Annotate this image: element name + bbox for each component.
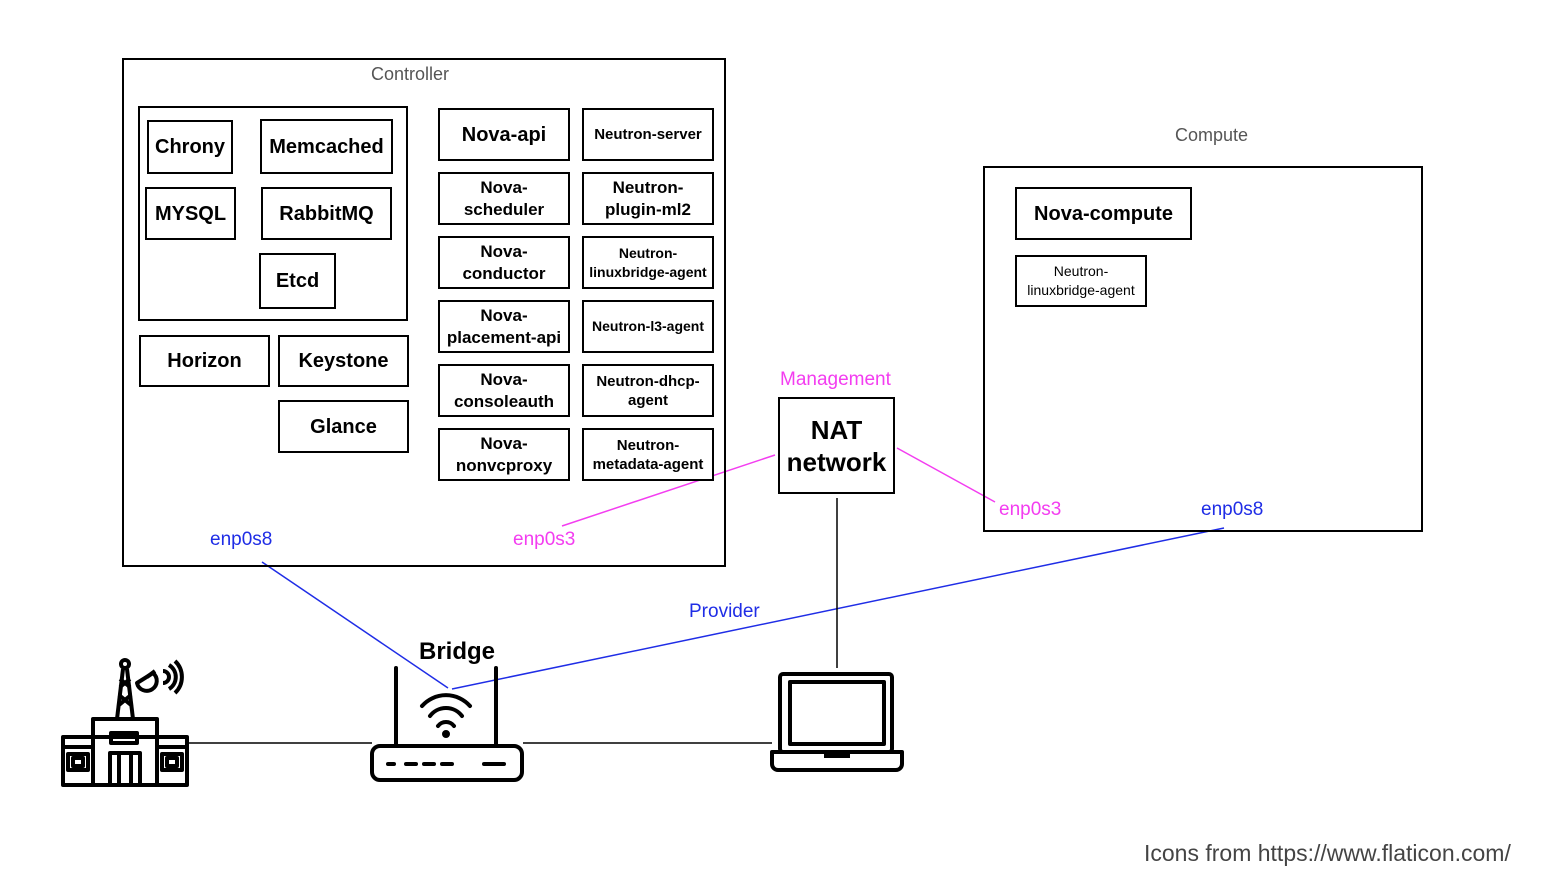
compute-mgmt-iface: enp0s3 [999, 499, 1062, 520]
service-neutron-dhcp-agent: Neutron-dhcp- agent [582, 364, 714, 417]
service-neutron-server: Neutron-server [582, 108, 714, 161]
compute-title: Compute [1175, 125, 1249, 145]
service-rabbitmq: RabbitMQ [261, 187, 392, 240]
service-chrony: Chrony [147, 120, 233, 174]
service-nova-conductor: Nova- conductor [438, 236, 570, 289]
service-memcached: Memcached [260, 119, 393, 174]
service-neutron-l3-agent: Neutron-l3-agent [582, 300, 714, 353]
service-keystone: Keystone [278, 335, 409, 387]
management-network-label: Management [780, 369, 891, 390]
service-neutron-plugin-ml2: Neutron- plugin-ml2 [582, 172, 714, 225]
infra-services-group [138, 106, 408, 321]
icon-credit: Icons from https://www.flaticon.com/ [1144, 840, 1511, 866]
service-nova-scheduler: Nova- scheduler [438, 172, 570, 225]
wifi-router-icon [370, 666, 524, 782]
provider-link-compute [451, 527, 1225, 690]
service-neutron-metadata-agent: Neutron- metadata-agent [582, 428, 714, 481]
provider-link-controller [261, 561, 449, 689]
mgmt-link-compute [896, 447, 996, 503]
service-compute-neutron-linuxbridge-agent: Neutron- linuxbridge-agent [1015, 255, 1147, 307]
antenna-tower-building-icon [61, 658, 189, 787]
controller-mgmt-iface: enp0s3 [513, 529, 576, 550]
bridge-label: Bridge [419, 638, 496, 665]
service-nova-placement-api: Nova- placement-api [438, 300, 570, 353]
controller-title: Controller [371, 64, 450, 84]
mgmt-link-controller [561, 454, 776, 527]
service-glance: Glance [278, 400, 409, 453]
service-horizon: Horizon [139, 335, 270, 387]
service-neutron-linuxbridge-agent: Neutron- linuxbridge-agent [582, 236, 714, 289]
provider-network-label: Provider [689, 601, 760, 622]
controller-provider-iface: enp0s8 [210, 529, 273, 550]
service-nova-nonvcproxy: Nova- nonvcproxy [438, 428, 570, 481]
service-nova-api: Nova-api [438, 108, 570, 161]
nat-network-box: NAT network [778, 397, 895, 494]
service-nova-compute: Nova-compute [1015, 187, 1192, 240]
controller-node [122, 58, 726, 567]
service-etcd: Etcd [259, 253, 336, 309]
compute-provider-iface: enp0s8 [1201, 499, 1264, 520]
service-nova-consoleauth: Nova- consoleauth [438, 364, 570, 417]
laptop-icon [770, 672, 904, 772]
compute-node [983, 166, 1423, 532]
service-mysql: MYSQL [145, 187, 236, 240]
